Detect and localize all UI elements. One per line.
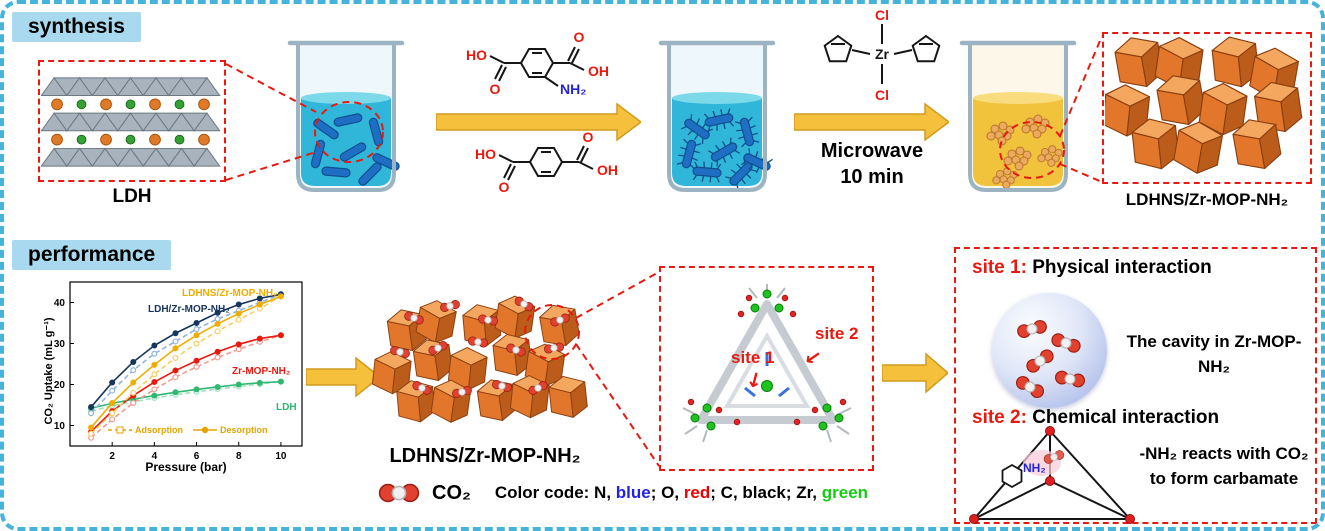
site2-tag: site 2 [815, 324, 859, 343]
molecule-zirconocene-dichloride: Cl Zr Cl [823, 7, 941, 103]
composite-structure [372, 293, 589, 425]
o-label: O [499, 179, 510, 194]
beaker-product-suspension [950, 34, 1086, 206]
site2-heading: site 2: Chemical interaction [972, 407, 1219, 429]
color-code-segment: blue [615, 483, 651, 502]
site1-heading-tag: site 1: [972, 257, 1027, 278]
x-tick-label: 6 [194, 451, 200, 462]
color-code-text: Color code: N, blue; O, red; C, black; Z… [495, 483, 868, 503]
chart-legend-label: Adsorption [135, 425, 183, 435]
site2-heading-desc: Chemical interaction [1026, 407, 1220, 428]
color-code-segment: Color code: N, [494, 483, 616, 502]
color-code-segment: green [821, 483, 869, 502]
co2-uptake-plot: 2 4 6 8 10 10 20 30 40 [54, 281, 303, 462]
reaction-text: -NH₂ reacts with CO₂ to form carbamate [1134, 441, 1314, 491]
o-label: O [583, 130, 594, 145]
reaction-line2: to form carbamate [1149, 469, 1299, 488]
curve-label: LDH/Zr-MOP-NH₂ [148, 304, 230, 315]
reaction-arrow-1 [436, 102, 641, 142]
y-tick-label: 30 [54, 339, 66, 350]
zr-label: Zr [875, 46, 890, 62]
x-tick-label: 4 [152, 451, 158, 462]
o-label: O [490, 81, 501, 97]
reaction-line1: -NH₂ reacts with CO₂ [1139, 444, 1309, 463]
chart-legend-item: Desorption [193, 425, 268, 435]
zr-mop-cage-structure [682, 284, 852, 443]
y-tick-label: 10 [54, 421, 66, 432]
cavity-sphere [992, 293, 1107, 408]
co2-molecule-icon [378, 483, 420, 503]
x-tick-label: 2 [109, 451, 115, 462]
ldh-structure [41, 77, 221, 167]
site2-heading-tag: site 2: [972, 407, 1027, 428]
microwave-line1: Microwave [820, 140, 924, 162]
ho-label: HO [466, 47, 487, 63]
product-cubes [1101, 32, 1304, 177]
site1-tag: site 1 [731, 348, 775, 367]
beaker-ldh-suspension [278, 34, 414, 206]
synthesis-section-label: synthesis [12, 12, 141, 42]
ldh-label: LDH [112, 186, 152, 207]
mechanism-panel: site 1: Physical interaction The cavity … [954, 247, 1317, 524]
oh-label: OH [588, 63, 609, 79]
co2-in-cavity-icon [1013, 318, 1087, 401]
composite-label: LDHNS/Zr-MOP-NH₂ [389, 445, 581, 467]
molecule-terephthalic-acid: HO O O OH [475, 130, 618, 194]
color-code-segment: ; C, black; Zr, [710, 483, 822, 502]
flow-arrow-3 [306, 356, 380, 398]
chart-xlabel: Pressure (bar) [145, 460, 227, 474]
chart-legend-label: Desorption [220, 425, 268, 435]
cage-box: site 1 → site 2 → [659, 266, 874, 471]
color-code-segment: ; O, [650, 483, 684, 502]
x-tick-label: 10 [275, 451, 287, 462]
y-tick-label: 20 [54, 380, 66, 391]
cl-label: Cl [875, 87, 889, 103]
product-label: LDHNS/Zr-MOP-NH₂ [1125, 190, 1289, 209]
x-tick-label: 8 [236, 451, 242, 462]
nh2-group-label: NH₂ [1023, 461, 1046, 475]
molecule-aminoterephthalic-acid: HO O O OH NH₂ [466, 29, 609, 97]
curve-label: LDH [276, 402, 297, 413]
site1-heading: site 1: Physical interaction [972, 257, 1212, 279]
chart-legend: Adsorption Desorption [108, 425, 268, 435]
flow-arrow-4 [882, 352, 948, 394]
curve-label: Zr-MOP-NH₂ [232, 366, 291, 377]
nh2-label: NH₂ [560, 81, 586, 97]
performance-section-label: performance [12, 240, 172, 270]
legend-marker-icon [193, 426, 217, 434]
carbamate-tetrahedron-structure: NH₂ [969, 426, 1135, 524]
color-code-legend: CO₂ Color code: N, blue; O, red; C, blac… [376, 480, 868, 506]
color-code-segment: red [683, 483, 711, 502]
ldh-box [38, 60, 226, 182]
legend-marker-icon [108, 426, 132, 434]
microwave-text: Microwave 10 min [792, 138, 952, 190]
microwave-line2: 10 min [840, 166, 904, 188]
chart-legend-item: Adsorption [108, 425, 183, 435]
co2-label: CO₂ [432, 481, 471, 504]
oh-label: OH [597, 162, 618, 178]
chart-plot-area: 2 4 6 8 10 10 20 30 40 LDHNS/Zr-MOP-NH₂ LDH/Zr-MOP… [36, 276, 308, 476]
site1-heading-desc: Physical interaction [1026, 257, 1212, 278]
ho-label: HO [475, 146, 496, 162]
composite-cubes [372, 293, 589, 425]
o-label: O [574, 29, 585, 45]
curve-label: LDHNS/Zr-MOP-NH₂ [182, 288, 278, 299]
reaction-arrow-2 [794, 102, 949, 142]
y-tick-label: 40 [54, 298, 66, 309]
beaker-functionalized-suspension [649, 34, 785, 206]
cl-label: Cl [875, 7, 889, 23]
product-box [1101, 32, 1312, 184]
cavity-text: The cavity in Zr-MOP-NH₂ [1126, 332, 1302, 376]
